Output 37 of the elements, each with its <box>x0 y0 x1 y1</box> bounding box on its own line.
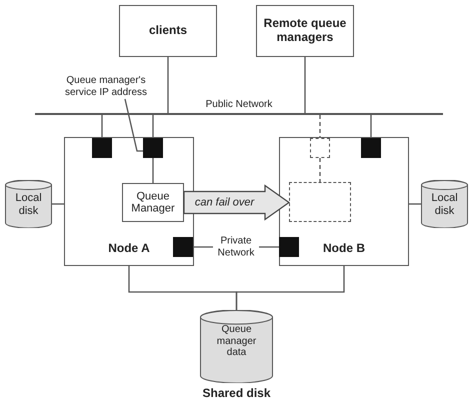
server-node-frame <box>279 137 409 266</box>
node-title: Node B <box>322 242 366 256</box>
remote-box <box>256 5 354 57</box>
leader-text: Queue manager's service IP address <box>64 75 148 98</box>
box-title: clients <box>148 24 188 38</box>
dashed-connector <box>319 158 321 182</box>
network-port <box>92 138 112 158</box>
edge-label: Private Network <box>213 236 259 258</box>
dashed-connector <box>319 115 321 138</box>
connector-line <box>152 115 154 138</box>
network-port <box>361 138 381 158</box>
connector-line <box>304 57 306 113</box>
connector-line <box>52 203 64 205</box>
connector-line <box>101 115 103 138</box>
leader-line <box>124 98 143 152</box>
node-title: Node A <box>107 242 151 256</box>
placeholder-box <box>289 182 351 222</box>
connector-line <box>152 158 154 183</box>
box-title: Remote queue managers <box>262 17 348 45</box>
disk-label: Queue manager data <box>216 324 258 358</box>
connector-line <box>236 266 345 310</box>
queue-manager-box <box>122 183 184 222</box>
placeholder-box <box>310 138 330 158</box>
box-label: Queue Manager <box>130 190 176 216</box>
connector-line <box>167 57 169 113</box>
disk-label: Local disk <box>14 192 43 218</box>
network-label: Public Network <box>205 99 273 110</box>
network-port <box>279 237 299 257</box>
network-port <box>173 237 193 257</box>
disk-caption: Shared disk <box>201 387 272 401</box>
client-box <box>119 5 217 57</box>
network-port <box>143 138 163 158</box>
connector-line <box>409 203 421 205</box>
server-node-frame <box>64 137 194 266</box>
connector-line <box>370 115 372 138</box>
edge-label: can fail over <box>194 196 254 209</box>
disk-label: Local disk <box>430 192 459 218</box>
